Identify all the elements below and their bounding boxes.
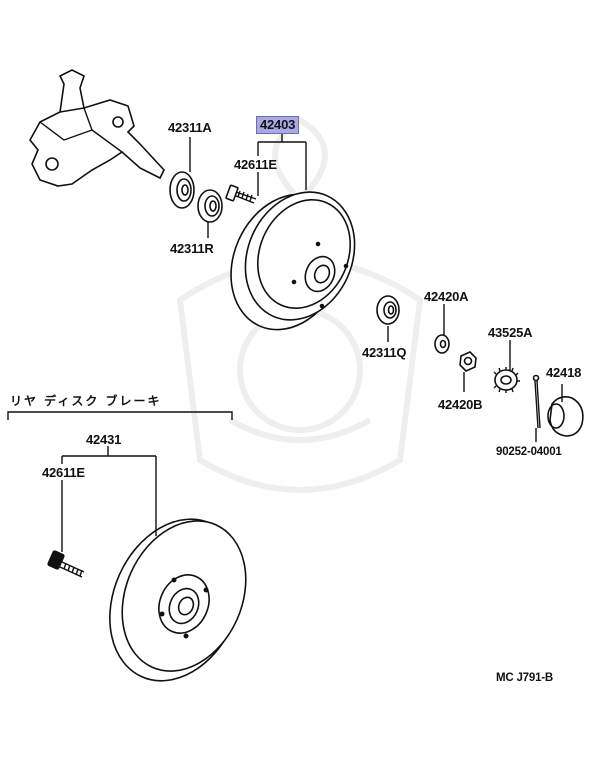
washer-42420a xyxy=(434,334,450,354)
part-label-42311a[interactable]: 42311A xyxy=(168,120,212,135)
part-label-42420a[interactable]: 42420A xyxy=(424,289,469,304)
part-label-42418[interactable]: 42418 xyxy=(546,365,582,380)
part-label-42311r[interactable]: 42311R xyxy=(170,241,214,256)
hub-bolt-bottom xyxy=(47,550,85,578)
part-label-42403[interactable]: 42403 xyxy=(256,116,300,134)
part-label-42611e-bottom[interactable]: 42611E xyxy=(42,465,85,480)
part-label-42431[interactable]: 42431 xyxy=(86,432,122,447)
steering-knuckle xyxy=(29,69,165,187)
hub-bolt-top xyxy=(225,184,257,204)
leader-lines xyxy=(7,134,563,552)
lock-cap-43525a xyxy=(493,367,520,393)
grease-cap-42418 xyxy=(547,396,584,437)
part-label-43525a[interactable]: 43525A xyxy=(488,325,533,340)
part-label-42311q[interactable]: 42311Q xyxy=(362,345,407,360)
section-title-rear-disc-brake: リヤ ディスク ブレーキ xyxy=(10,394,162,408)
brake-drum-42403 xyxy=(230,191,356,331)
bearing-42311a xyxy=(169,171,195,209)
brake-disc-42431 xyxy=(109,518,247,682)
part-label-90252-04001[interactable]: 90252-04001 xyxy=(496,446,562,458)
nut-42420b xyxy=(459,351,477,372)
bearing-42311r xyxy=(197,189,223,223)
diagram-code: MC J791-B xyxy=(496,672,553,684)
bearing-42311q xyxy=(376,295,400,325)
part-label-42611e-top[interactable]: 42611E xyxy=(234,157,277,172)
cotter-pin xyxy=(532,374,541,429)
part-label-42420b[interactable]: 42420B xyxy=(438,397,483,412)
